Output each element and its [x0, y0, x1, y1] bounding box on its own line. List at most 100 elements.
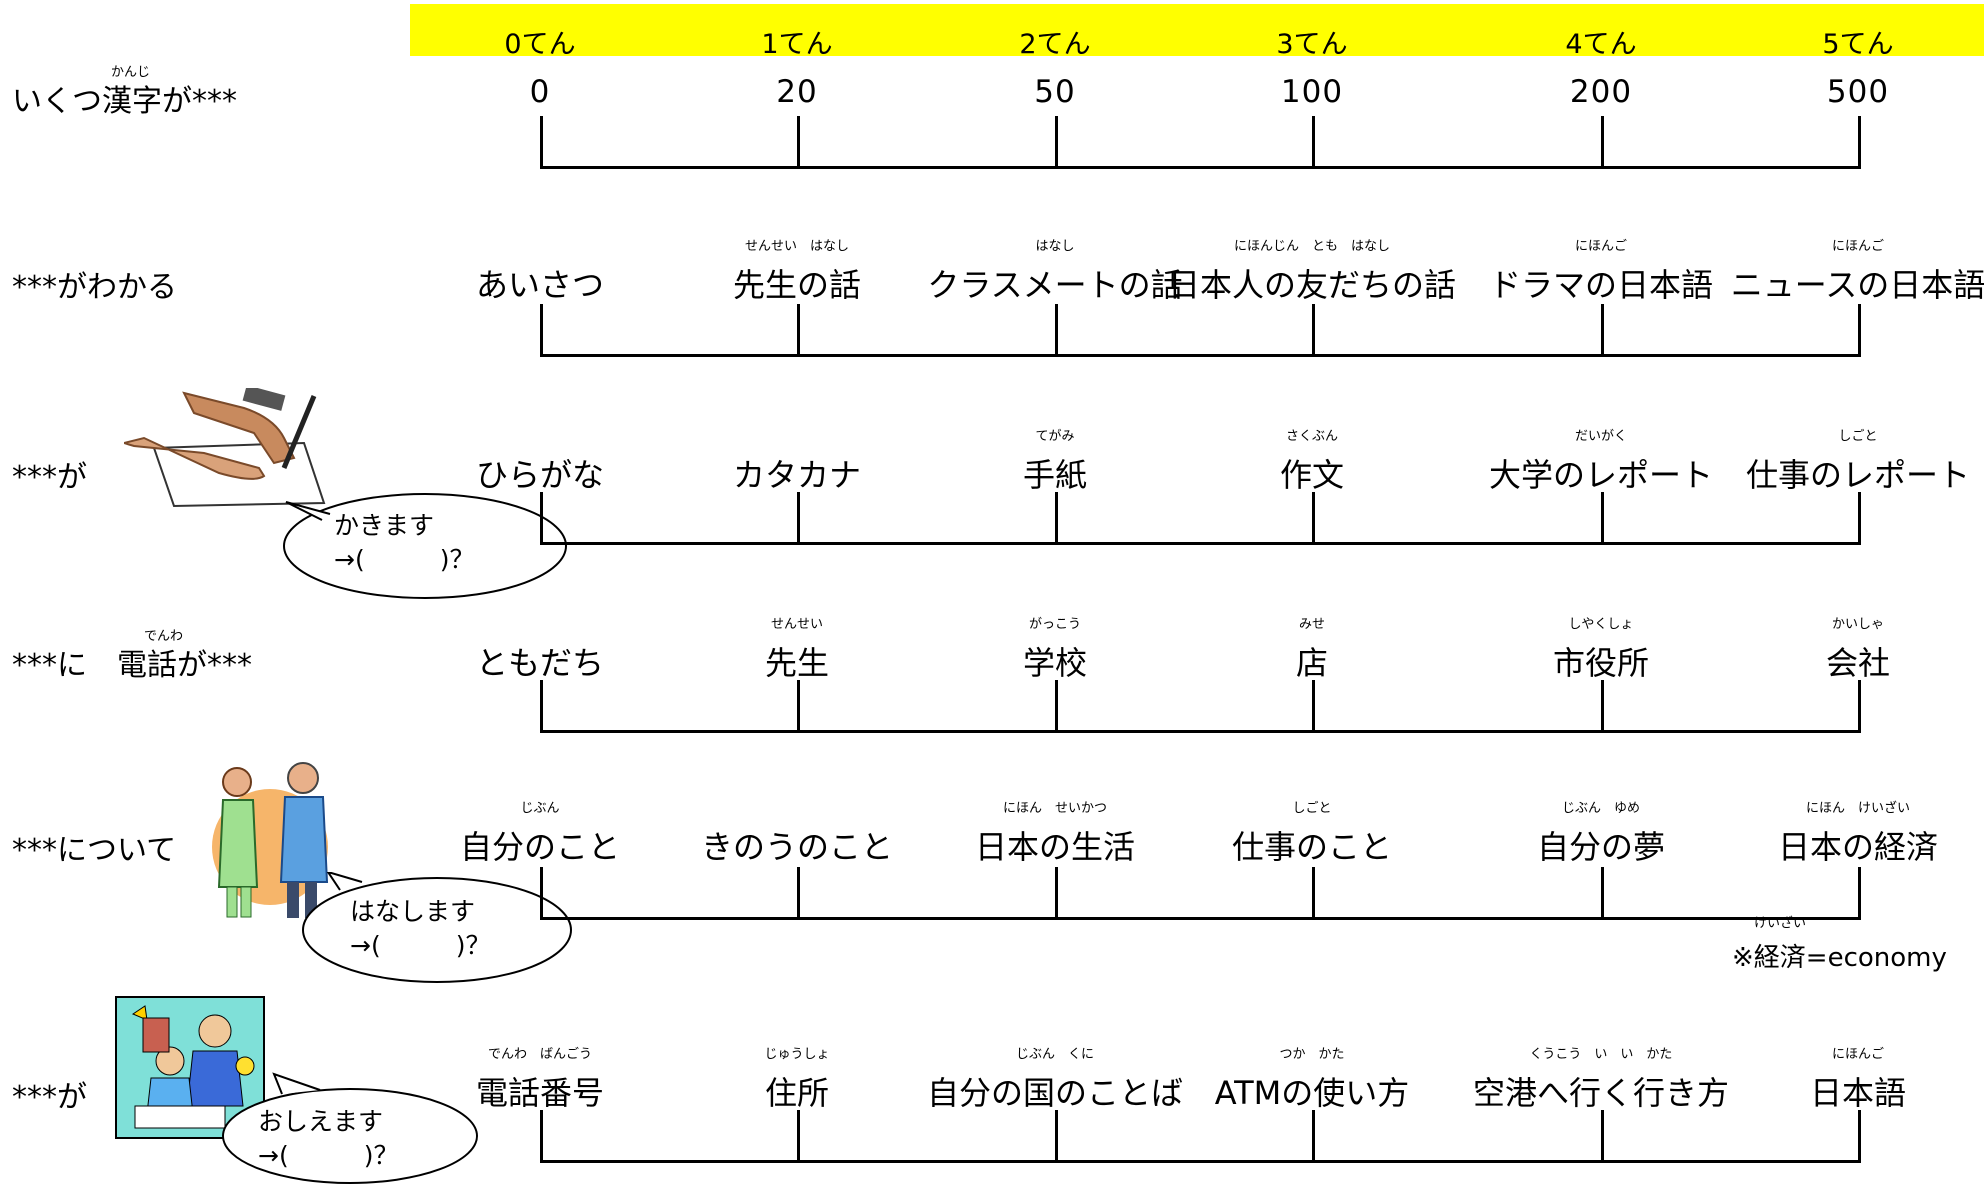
timeline-tick: [540, 304, 543, 356]
bubble-write-line2: →( )？: [334, 545, 475, 574]
timeline-tick: [1858, 680, 1861, 732]
timeline-item-label: 日本人の友だちの話: [1167, 266, 1456, 304]
timeline-item-ruby: だいがく: [1574, 429, 1627, 444]
timeline-tick: [1312, 867, 1315, 919]
score-label-2: 2てん: [1019, 29, 1091, 60]
timeline-item: はなしクラスメートの話: [905, 240, 1205, 306]
timeline-item-text: ともだち: [476, 638, 604, 684]
timeline-item-ruby: はなし: [1035, 239, 1075, 254]
timeline-item-label: 日本の生活: [974, 828, 1135, 866]
score-label-3: 3てん: [1276, 29, 1348, 60]
timeline-item-label: 手紙: [1022, 456, 1087, 494]
timeline-tick: [1858, 492, 1861, 544]
timeline-item: にほんごドラマの日本語: [1451, 240, 1751, 306]
timeline-tick: [540, 116, 543, 168]
timeline-item-label: 100: [1280, 74, 1344, 110]
timeline-item-ruby: みせ: [1298, 617, 1325, 632]
timeline-item-ruby: じぶん くに: [1015, 1047, 1094, 1062]
row-label-kanji: いくつ漢字が***: [12, 84, 237, 119]
timeline-item: にほんじん とも はなし日本人の友だちの話: [1162, 240, 1462, 306]
timeline-item-ruby: じぶん: [520, 801, 560, 816]
timeline-item-label: 50: [1034, 74, 1076, 110]
speech-bubble-write: かきます →( )？: [282, 490, 572, 600]
timeline-item-text: にほん けいざい日本の経済: [1778, 802, 1938, 868]
timeline-item: しごと仕事のこと: [1162, 802, 1462, 868]
timeline-item-text: じぶん くに自分の国のことば: [926, 1048, 1183, 1114]
timeline-rule: [540, 1160, 1861, 1163]
timeline-item-label: 仕事のこと: [1231, 828, 1392, 866]
timeline-item-ruby: しやくしょ: [1568, 617, 1634, 632]
timeline-item-text: 0: [530, 74, 551, 110]
timeline-item-label: カタカナ: [732, 456, 861, 494]
timeline-tick: [1858, 116, 1861, 168]
timeline-item-text: しごと仕事のレポート: [1746, 430, 1970, 496]
timeline-item-label: 500: [1826, 74, 1890, 110]
timeline-rule: [540, 354, 1861, 357]
timeline-item-label: 自分の国のことば: [926, 1074, 1183, 1112]
timeline-item-text: しごと仕事のこと: [1231, 802, 1392, 868]
timeline-tick: [797, 680, 800, 732]
timeline-item: じゅうしょ住所: [647, 1048, 947, 1114]
timeline-item-label: 先生: [764, 644, 829, 682]
people-talking-icon: [205, 752, 335, 922]
timeline-item: カタカナ: [647, 450, 947, 496]
timeline-item-label: きのうのこと: [700, 828, 893, 866]
timeline-item-text: にほん せいかつ日本の生活: [974, 802, 1135, 868]
bubble-write-line1: かきます: [334, 511, 435, 540]
timeline-tick: [797, 116, 800, 168]
bubble-talk-line1: はなします: [350, 897, 476, 926]
timeline-tick: [540, 680, 543, 732]
timeline-item-ruby: にほんご: [1574, 239, 1627, 254]
timeline-item-text: くうこう い い かた空港へ行く行き方: [1473, 1048, 1729, 1114]
timeline-item-label: 大学のレポート: [1488, 456, 1713, 494]
economy-note-word: けいざい ※経済=economy: [1732, 916, 1947, 973]
timeline-tick: [1312, 680, 1315, 732]
score-label-0: 0てん: [504, 29, 576, 60]
timeline-item-label: 店: [1295, 644, 1328, 682]
row-label-talk-about: ***について: [12, 833, 177, 868]
timeline-item: じぶん自分のこと: [390, 802, 690, 868]
timeline-tick: [1055, 1110, 1058, 1162]
timeline-item-label: 日本語: [1809, 1074, 1906, 1112]
timeline-item-ruby: にほん せいかつ: [1002, 801, 1107, 816]
timeline-rule: [540, 917, 1861, 920]
timeline-item-ruby: てがみ: [1035, 429, 1075, 444]
timeline-item-ruby: にほんじん とも はなし: [1233, 239, 1390, 254]
timeline-tick: [1601, 867, 1604, 919]
score-header-band: [410, 4, 1984, 56]
timeline-item-ruby: くうこう い い かた: [1529, 1047, 1673, 1062]
score-label-5: 5てん: [1822, 29, 1894, 60]
timeline-item-ruby: せんせい はなし: [744, 239, 849, 254]
timeline-item: 0: [390, 74, 690, 110]
timeline-item-text: にほんごドラマの日本語: [1489, 240, 1713, 306]
timeline-item: にほん けいざい日本の経済: [1708, 802, 1984, 868]
timeline-item: しやくしょ市役所: [1451, 618, 1751, 684]
timeline-item-text: 100: [1281, 74, 1343, 110]
timeline-item: しごと仕事のレポート: [1708, 430, 1984, 496]
timeline-item-text: にほんじん とも はなし日本人の友だちの話: [1167, 240, 1456, 306]
timeline-item-text: じぶん ゆめ自分の夢: [1537, 802, 1665, 868]
timeline-item-text: じゅうしょ住所: [764, 1048, 829, 1114]
timeline-item-ruby: じぶん ゆめ: [1561, 801, 1640, 816]
row-label-understand: ***がわかる: [12, 270, 177, 305]
timeline-item-label: ともだち: [475, 644, 604, 682]
timeline-tick: [1312, 1110, 1315, 1162]
timeline-item-label: ATMの使い方: [1214, 1074, 1410, 1112]
timeline-item-ruby: しごと: [1292, 801, 1332, 816]
timeline-item: ともだち: [390, 638, 690, 684]
timeline-tick: [1055, 304, 1058, 356]
timeline-item-label: 作文: [1279, 456, 1344, 494]
timeline-item-label: 市役所: [1552, 644, 1649, 682]
timeline-tick: [797, 492, 800, 544]
timeline-item-text: きのうのこと: [701, 822, 893, 868]
timeline-item-ruby: にほんご: [1831, 1047, 1884, 1062]
timeline-item-label: 200: [1569, 74, 1633, 110]
timeline-item: せんせい先生: [647, 618, 947, 684]
timeline-item: にほんごニュースの日本語: [1708, 240, 1984, 306]
timeline-item-text: しやくしょ市役所: [1552, 618, 1649, 684]
timeline-item: くうこう い い かた空港へ行く行き方: [1451, 1048, 1751, 1114]
timeline-item-text: 50: [1034, 74, 1075, 110]
timeline-item-text: がっこう学校: [1023, 618, 1087, 684]
timeline-tick: [1312, 492, 1315, 544]
timeline-item-label: 自分のこと: [459, 828, 620, 866]
